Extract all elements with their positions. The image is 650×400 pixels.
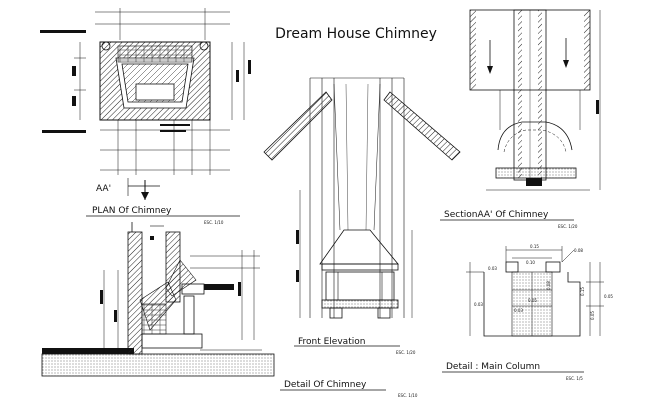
- section-aa-drawing: [469, 9, 601, 191]
- section-label: SectionAA' Of Chimney: [444, 210, 549, 220]
- col-dim-bottom-left: 0.03: [514, 308, 523, 313]
- front-elevation-scale: ESC. 1/20: [396, 350, 416, 355]
- detail-of-chimney-drawing: [41, 222, 275, 377]
- sheet-title: Dream House Chimney: [275, 26, 437, 42]
- detail-of-chimney-scale: ESC. 1/10: [398, 393, 418, 398]
- col-dim-top: 0.15: [530, 244, 539, 249]
- col-dim-right-c: 0.05: [590, 311, 595, 320]
- col-dim-right-a: 0.08: [574, 248, 583, 253]
- detail-main-column-label: Detail : Main Column: [446, 362, 540, 372]
- plan-label: PLAN Of Chimney: [92, 206, 172, 216]
- col-dim-right-d: 0.05: [604, 294, 613, 299]
- col-dim-upper-mid: 0.10: [526, 260, 535, 265]
- col-dim-right-b: 0.15: [580, 287, 585, 296]
- front-elevation-label: Front Elevation: [298, 337, 365, 347]
- main-column-drawing: [466, 246, 604, 337]
- col-dim-mid-center: 0.08: [546, 281, 551, 290]
- col-dim-mid-left: 0.05: [528, 298, 537, 303]
- section-marker-label: AA': [96, 184, 111, 194]
- section-scale: ESC. 1/20: [558, 224, 578, 229]
- col-dim-left-b: 0.03: [474, 302, 483, 307]
- col-dim-left-a: 0.03: [488, 266, 497, 271]
- detail-main-column-scale: ESC. 1/5: [566, 376, 583, 381]
- plan-scale: ESC. 1/10: [204, 220, 224, 225]
- detail-of-chimney-label: Detail Of Chimney: [284, 380, 367, 390]
- plan-of-chimney-drawing: [40, 8, 251, 200]
- front-elevation-drawing: [263, 77, 461, 319]
